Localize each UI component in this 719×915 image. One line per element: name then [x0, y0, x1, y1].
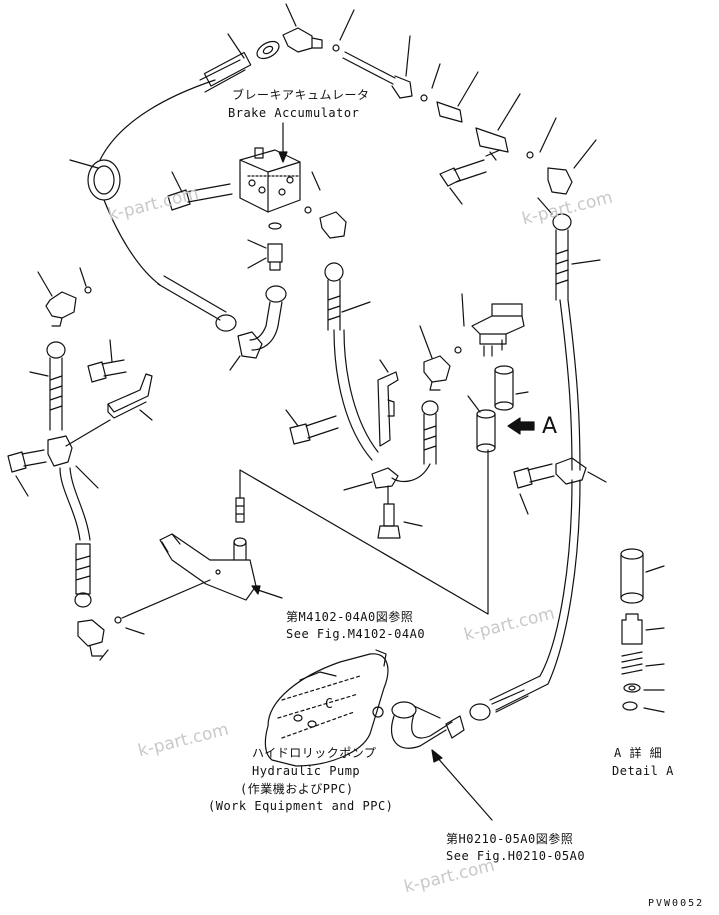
top-left-hose	[100, 38, 282, 160]
center-right-hose	[392, 401, 438, 481]
center-hose	[325, 263, 378, 460]
bolt-accumulator	[168, 172, 232, 210]
drawing-code: PVW0052	[648, 898, 705, 909]
hose-clamp-ring	[70, 160, 120, 200]
left-vertical-hose	[30, 342, 65, 430]
accumulator-adaptor	[248, 223, 282, 270]
pump-mark-c: C	[325, 697, 334, 712]
brake-accumulator-block	[240, 148, 300, 212]
manifold-upper-fitting	[236, 474, 244, 522]
middle-long-hose	[104, 200, 236, 331]
view-arrow-a	[508, 418, 534, 434]
upper-leaders	[228, 4, 596, 168]
right-valve-bracket	[462, 294, 524, 356]
detail-a-snap-ring	[623, 702, 664, 712]
pump-sub-label-jp: (作業機およびPPC)	[240, 782, 354, 796]
brake-accumulator-label-jp: ブレーキアキュムレータ	[232, 88, 370, 102]
center-bracket	[344, 360, 398, 490]
ref-m4102-label-en: See Fig.M4102-04A0	[286, 627, 426, 641]
left-clip	[48, 420, 110, 488]
bolt-center	[286, 410, 338, 444]
detail-a-washer	[624, 684, 664, 692]
pilot-line-main	[240, 470, 488, 614]
detail-a-valve	[622, 614, 664, 644]
accumulator-lower-hose	[230, 286, 286, 370]
ref-h0210-label-jp: 第H0210-05A0図参照	[446, 832, 574, 846]
ref-h0210-label-en: See Fig.H0210-05A0	[446, 849, 586, 863]
pilot-line-left	[122, 580, 210, 618]
brake-accumulator-label-en: Brake Accumulator	[228, 106, 360, 120]
right-clip	[556, 458, 606, 484]
lower-left-elbow	[78, 617, 144, 660]
detail-a-cylinder	[621, 549, 664, 603]
pump-sub-label-en: (Work Equipment and PPC)	[208, 799, 394, 813]
hydraulic-pump-body	[265, 650, 388, 766]
bolt-lower-left	[8, 450, 46, 496]
bolt-right	[514, 464, 554, 514]
detail-a-spring	[622, 652, 664, 674]
left-bracket	[108, 374, 152, 420]
bolt-center-lower	[378, 486, 422, 538]
bolt-upper-right	[440, 168, 462, 204]
left-lower-hose	[60, 468, 91, 607]
right-long-hose	[538, 198, 600, 684]
view-letter-a: A	[542, 414, 558, 439]
pump-feed-hose	[470, 676, 548, 720]
detail-a-label-jp: A 詳 細	[614, 746, 663, 760]
accumulator-cylinder-lower	[468, 396, 495, 452]
ref-m4102-leader	[258, 590, 282, 598]
ref-h0210-leader	[436, 756, 492, 820]
pump-label-jp: ハイドロリックポンプ	[252, 746, 377, 760]
detail-a-label-en: Detail A	[612, 764, 674, 778]
top-right-tube	[343, 52, 572, 194]
accumulator-elbow-fitting	[305, 172, 346, 238]
pump-elbow-pipe	[392, 702, 464, 748]
center-elbow-fitting	[420, 326, 461, 390]
left-elbow-fitting	[38, 268, 91, 326]
pilot-manifold	[160, 534, 256, 600]
top-elbow-fitting	[283, 28, 339, 52]
accumulator-cylinder-upper	[495, 366, 528, 410]
ref-m4102-label-jp: 第M4102-04A0図参照	[286, 610, 414, 624]
bolt-mid-left	[88, 340, 126, 382]
pump-label-en: Hydraulic Pump	[252, 764, 361, 778]
